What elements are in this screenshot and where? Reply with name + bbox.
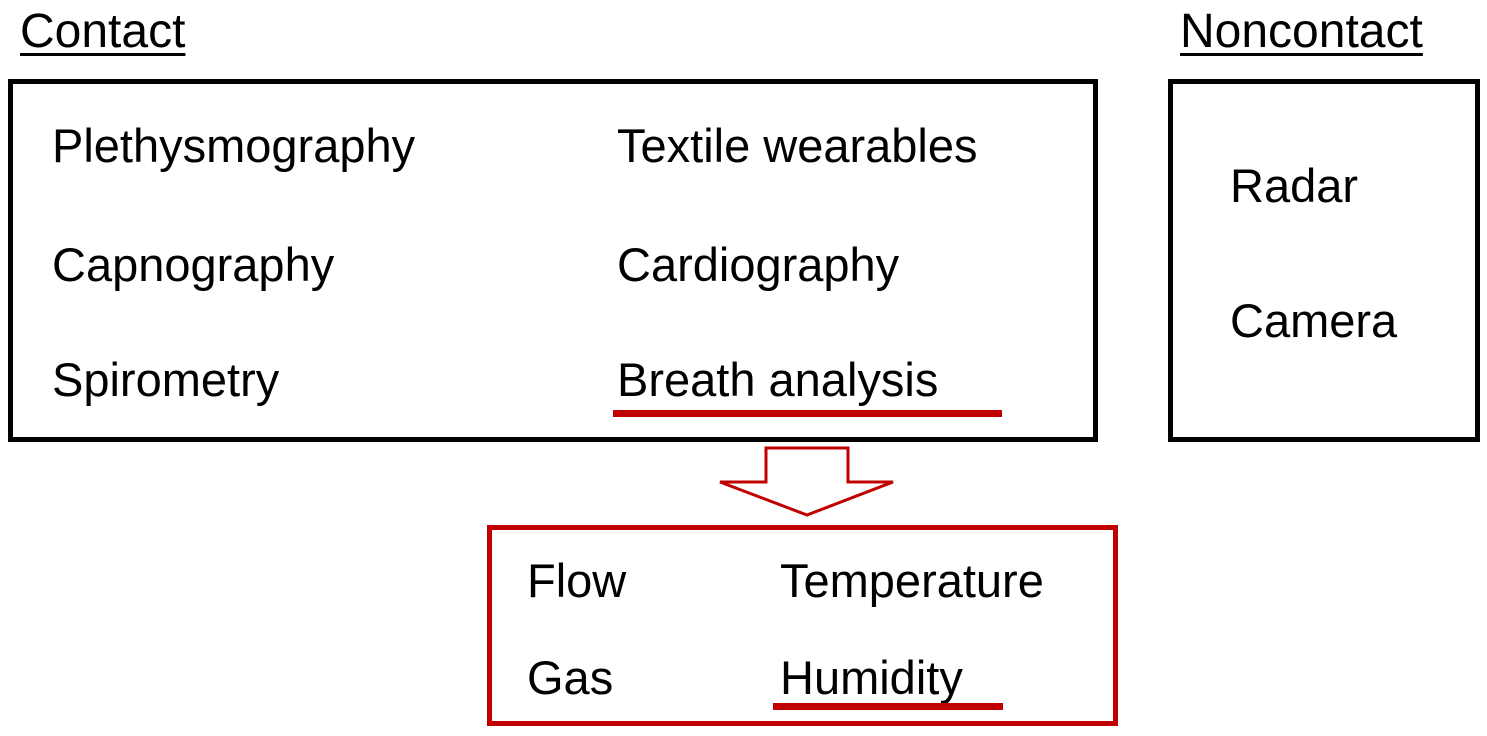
item-flow: Flow (527, 554, 627, 607)
contact-box (8, 79, 1098, 442)
item-camera: Camera (1230, 294, 1398, 347)
breath-analysis-highlight-underline (613, 410, 1002, 417)
item-radar: Radar (1230, 159, 1359, 212)
contact-heading: Contact (20, 5, 186, 58)
item-gas: Gas (527, 651, 614, 704)
noncontact-heading: Noncontact (1180, 5, 1423, 58)
item-textile-wearables: Textile wearables (617, 119, 978, 172)
item-cardiography: Cardiography (617, 238, 900, 291)
item-humidity: Humidity (780, 651, 963, 704)
humidity-highlight-underline (773, 703, 1003, 710)
item-breath-analysis: Breath analysis (617, 353, 939, 406)
breath-analysis-box (487, 525, 1118, 726)
item-temperature: Temperature (780, 554, 1044, 607)
item-capnography: Capnography (52, 238, 335, 291)
down-arrow-outline-icon (719, 446, 894, 517)
noncontact-box (1168, 79, 1480, 442)
item-plethysmography: Plethysmography (52, 119, 416, 172)
item-spirometry: Spirometry (52, 353, 280, 406)
